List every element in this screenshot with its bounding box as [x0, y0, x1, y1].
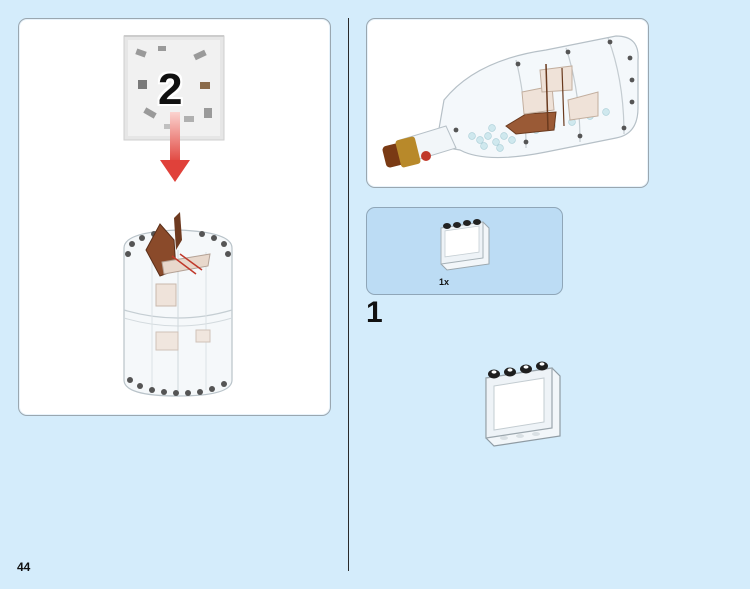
part-quantity: 1x — [439, 277, 450, 287]
down-arrow-icon — [160, 112, 190, 182]
step-build-image — [485, 361, 561, 447]
ship-in-bottle-image — [382, 35, 639, 168]
page-number: 44 — [17, 560, 31, 574]
step-number: 1 — [366, 296, 383, 329]
panel-brick-part-image — [440, 219, 490, 271]
bag-number: 2 — [158, 65, 183, 114]
assembled-model-image — [123, 212, 233, 397]
bottle-cork — [382, 136, 431, 168]
page-divider — [348, 18, 349, 571]
